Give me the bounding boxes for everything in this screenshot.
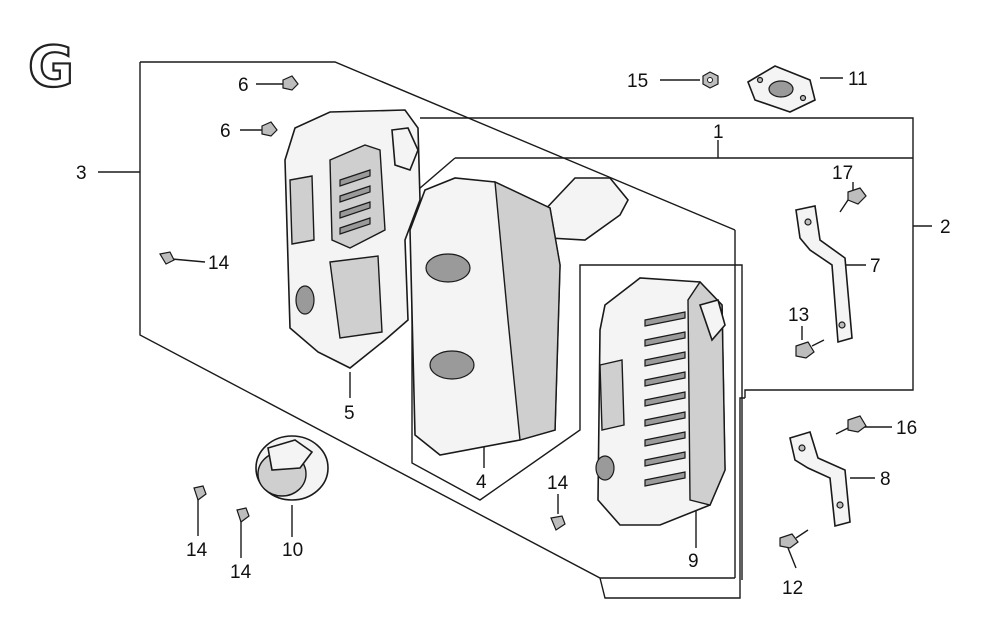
- callout-14-bottom-1: 14: [186, 540, 208, 561]
- callout-5: 5: [344, 403, 355, 424]
- callout-16: 16: [896, 418, 917, 439]
- callout-17: 17: [832, 163, 853, 184]
- part-4-muffler: [409, 177, 629, 456]
- callout-6-top: 6: [238, 75, 249, 96]
- section-letter: G: [28, 35, 74, 100]
- callout-14-left: 14: [208, 253, 230, 274]
- callout-labels: 1 2 3 4 5 6 6 7 8 9 10 11 12 13 14 14 14…: [76, 69, 951, 599]
- callout-15: 15: [627, 71, 648, 92]
- callout-11: 11: [848, 69, 868, 90]
- callout-4: 4: [476, 472, 487, 493]
- callout-13: 13: [788, 305, 809, 326]
- callout-6-lower: 6: [220, 121, 231, 142]
- part-10-cap: [255, 435, 329, 501]
- hardware: [159, 75, 867, 549]
- callout-8: 8: [880, 469, 891, 490]
- callout-1: 1: [713, 122, 724, 143]
- part-11-gasket: [747, 65, 816, 113]
- callout-2: 2: [940, 217, 951, 238]
- part-9-cover: [595, 277, 726, 526]
- part-7-bracket: [795, 205, 853, 344]
- group-frame-3: [139, 61, 736, 579]
- part-8-bracket: [789, 431, 851, 528]
- part-15-nut: [702, 71, 719, 89]
- callout-14-bottom-2: 14: [230, 562, 252, 583]
- callout-10: 10: [282, 540, 303, 561]
- callout-14-center: 14: [547, 473, 569, 494]
- callout-7: 7: [870, 256, 881, 277]
- callout-12: 12: [782, 578, 803, 599]
- part-5-protector: [284, 109, 421, 369]
- callout-9: 9: [688, 551, 699, 572]
- callout-3: 3: [76, 163, 87, 184]
